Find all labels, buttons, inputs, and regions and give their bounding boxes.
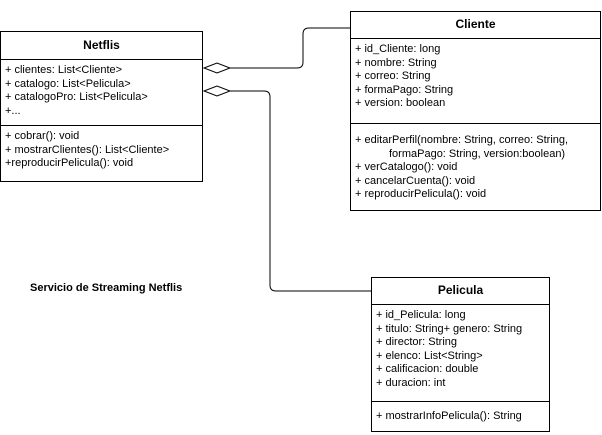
method: + reproducirPelicula(): void	[355, 188, 487, 201]
class-netflis[interactable]: Netflis + clientes: List<Cliente> + cata…	[0, 31, 203, 182]
attribute: + catalogo: List<Pelicula>	[5, 77, 131, 90]
class-pelicula-methods: + mostrarInfoPelicula(): String	[372, 402, 549, 424]
class-cliente-methods: + editarPerfil(nombre: String, correo: S…	[351, 124, 600, 202]
class-pelicula[interactable]: Pelicula + id_Pelicula: long + titulo: S…	[371, 277, 550, 432]
method: +reproducirPelicula(): void	[5, 157, 134, 170]
class-netflis-attributes: + clientes: List<Cliente> + catalogo: Li…	[1, 60, 202, 126]
method: + mostrarInfoPelicula(): String	[376, 410, 522, 422]
method: + editarPerfil(nombre: String, correo: S…	[355, 134, 569, 146]
class-netflis-name: Netflis	[1, 32, 202, 60]
class-cliente-attributes: + id_Cliente: long + nombre: String + co…	[351, 39, 600, 124]
method: + cancelarCuenta(): void	[355, 174, 476, 187]
attribute: + duracion: int	[376, 376, 446, 389]
attribute: + titulo: String+ genero: String	[376, 322, 523, 335]
attribute: + id_Pelicula: long	[376, 309, 466, 321]
aggregation-edge-pelicula[interactable]	[230, 90, 371, 292]
method: + verCatalogo(): void	[355, 161, 458, 174]
attribute: + calificacion: double	[376, 363, 479, 376]
method: + cobrar(): void	[5, 130, 80, 142]
class-cliente[interactable]: Cliente + id_Cliente: long + nombre: Str…	[350, 11, 601, 211]
class-pelicula-attributes: + id_Pelicula: long + titulo: String+ ge…	[372, 305, 549, 402]
attribute: + catalogoPro: List<Pelicula>	[5, 91, 148, 104]
attribute: + formaPago: String	[355, 83, 454, 96]
attribute: + clientes: List<Cliente>	[5, 64, 123, 76]
attribute: + nombre: String	[355, 56, 437, 69]
aggregation-diamond-pelicula	[202, 85, 232, 97]
attribute: + version: boolean	[355, 97, 446, 110]
attribute: + correo: String	[355, 70, 431, 83]
method: + mostrarClientes(): List<Cliente>	[5, 143, 170, 156]
aggregation-edge-cliente[interactable]	[230, 27, 350, 69]
attribute: +...	[5, 104, 21, 117]
diagram-caption: Servicio de Streaming Netflis	[30, 282, 183, 294]
attribute: + director: String	[376, 336, 458, 349]
class-cliente-name: Cliente	[351, 12, 600, 39]
class-netflis-methods: + cobrar(): void + mostrarClientes(): Li…	[1, 126, 202, 171]
method-continuation: formaPago: String, version:boolean)	[389, 147, 566, 160]
aggregation-diamond-cliente	[202, 62, 232, 74]
attribute: + id_Cliente: long	[355, 43, 441, 55]
attribute: + elenco: List<String>	[376, 349, 483, 362]
class-pelicula-name: Pelicula	[372, 278, 549, 305]
